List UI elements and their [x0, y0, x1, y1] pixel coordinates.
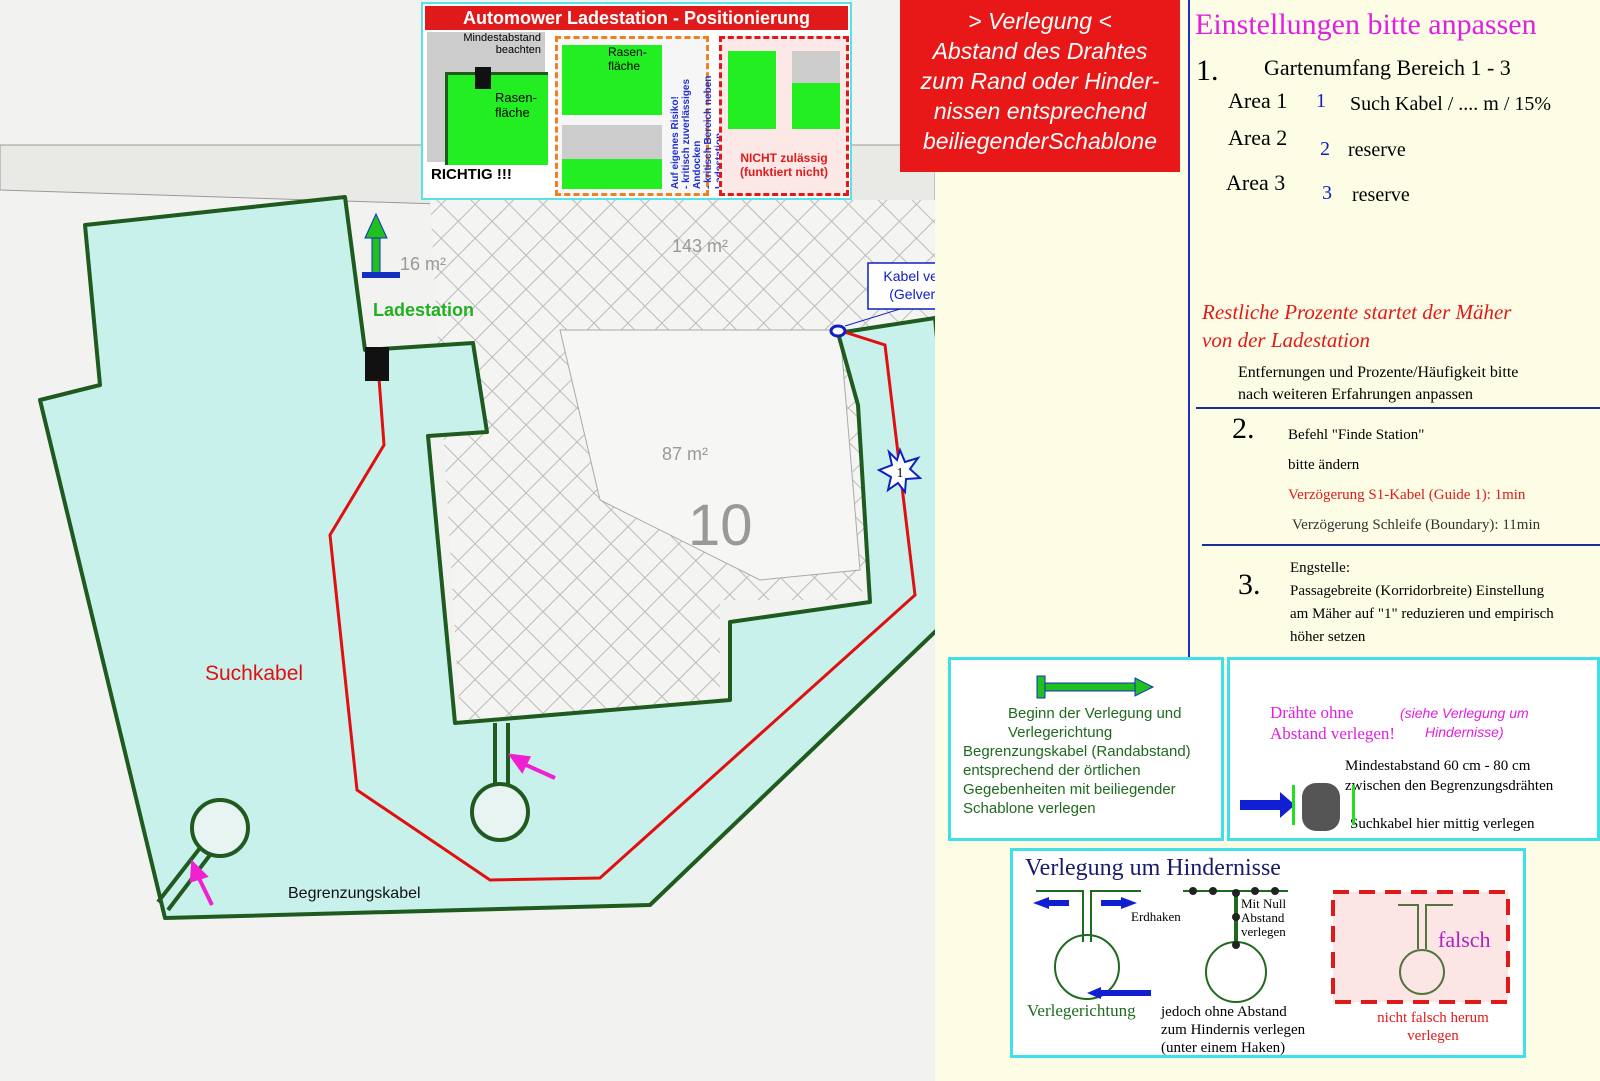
obstacle-circle	[470, 782, 530, 842]
min-distance-label-2: beachten	[495, 44, 541, 56]
obstacle-circle	[190, 798, 250, 858]
guide-wire	[328, 328, 917, 882]
adjust-note: Entfernungen und Prozente/Häufigkeit bit…	[1238, 364, 1519, 403]
star-1-icon: 1	[1316, 90, 1326, 112]
divider	[1188, 0, 1190, 660]
obstacle-laying-diagram	[1033, 887, 1510, 1004]
obstacles-title: Verlegung um Hindernisse	[1025, 855, 1281, 881]
star-1-label: 1	[897, 466, 904, 481]
guide-middle-note: Suchkabel hier mittig verlegen	[1350, 816, 1535, 832]
house-number: 10	[688, 493, 753, 558]
guide-wire-label: Suchkabel	[205, 662, 303, 685]
not-allowed-label: NICHT zulässig(funktiert nicht)	[740, 151, 828, 179]
lawn-area	[38, 195, 940, 920]
section-3-text: Engstelle:Passagebreite (Korridorbreite)…	[1290, 560, 1554, 645]
house-10	[559, 329, 861, 581]
section-3-number: 3.	[1238, 568, 1261, 601]
wrong-label: falsch	[1438, 927, 1491, 952]
obstacles-box: Verlegung um Hindernisse Erdhaken Mit Nu…	[1010, 848, 1526, 1058]
star-3-icon: 3	[1322, 182, 1332, 204]
connector-icon	[829, 324, 847, 338]
area-2-label: Area 2	[1228, 125, 1288, 150]
boundary-wire-label: Begrenzungskabel	[288, 885, 421, 902]
area-2-text: reserve	[1348, 139, 1406, 161]
star-2-icon: 2	[1320, 138, 1330, 160]
min-distance-label: Mindestabstand	[463, 32, 541, 44]
charging-station	[365, 347, 389, 381]
area-3-text: reserve	[1352, 184, 1410, 206]
risk-note: Auf eigenes Risiko!- kritisch zuverlässi…	[670, 75, 725, 189]
direction-label: Verlegerichtung	[1027, 1001, 1136, 1020]
section-1-title: Gartenumfang Bereich 1 - 3	[1264, 55, 1511, 80]
correct-label: RICHTIG !!!	[431, 166, 512, 183]
mower-icon	[1240, 783, 1355, 831]
station-label: Ladestation	[373, 300, 474, 320]
lawn-label: Rasen-fläche	[608, 45, 647, 73]
area-1-label: Area 1	[1228, 88, 1288, 113]
area-label-143: 143 m²	[672, 236, 728, 256]
station-icon	[475, 67, 491, 89]
divider	[1196, 407, 1600, 409]
area-label-16: 16 m²	[400, 254, 446, 274]
section-2-number: 2.	[1232, 412, 1255, 445]
divider	[1202, 544, 1600, 546]
start-arrow-icon	[362, 212, 400, 278]
positioning-title: Automower Ladestation - Positionierung	[425, 6, 848, 30]
hooks-label: Erdhaken	[1131, 909, 1181, 924]
connect-label: Kabel verbinden	[883, 268, 940, 284]
section-1-number: 1.	[1196, 54, 1219, 87]
settings-title: Einstellungen bitte anpassen	[1195, 8, 1537, 41]
area-3-label: Area 3	[1226, 170, 1286, 195]
start-arrow-icon	[1036, 675, 1155, 699]
area-label-87: 87 m²	[662, 444, 708, 464]
connect-label-2: (Gelverbinder)	[889, 286, 940, 302]
pink-arrow-icon	[189, 753, 556, 906]
positioning-graphic: Automower Ladestation - Positionierung M…	[421, 2, 852, 200]
area-1-text: Such Kabel / .... m / 15%	[1350, 93, 1552, 115]
star-1-icon	[876, 447, 923, 495]
lawn-label: Rasen-fläche	[495, 90, 537, 120]
